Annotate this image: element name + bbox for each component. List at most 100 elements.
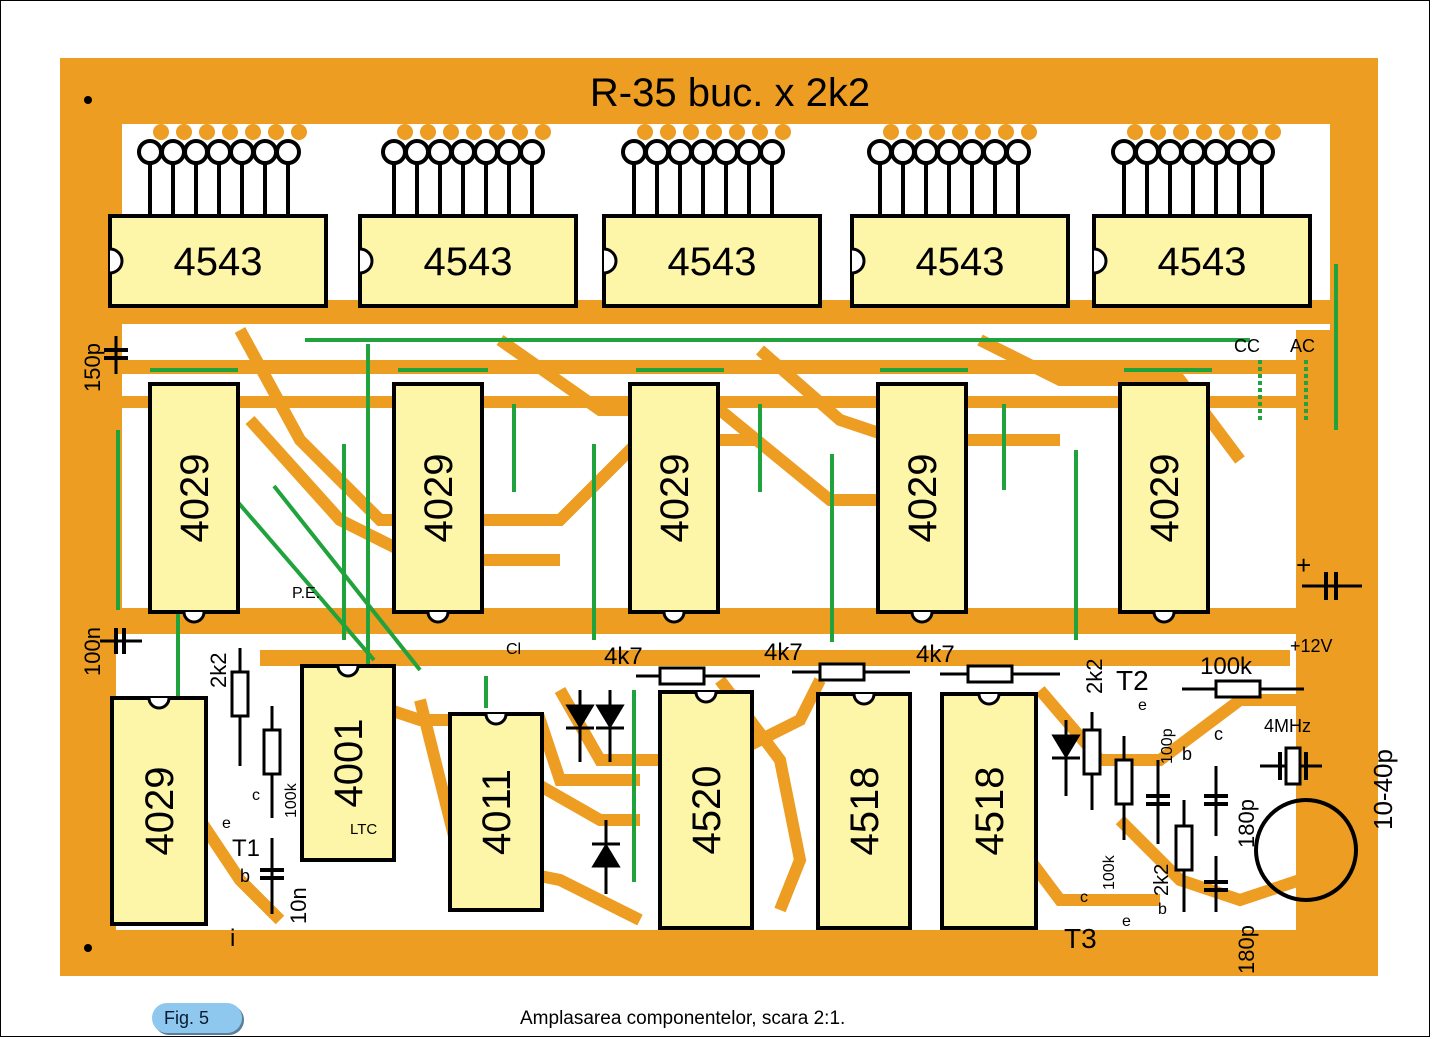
- ic-packages: 4543 4543 4543 4543 4543 4029 4029 4029 4029 4029…: [108, 214, 1312, 930]
- ic-counter-2: 4029: [392, 382, 484, 624]
- board-title: R-35 buc. x 2k2: [590, 71, 870, 115]
- capacitor-100p: [1146, 760, 1170, 844]
- capacitor-150p: [104, 336, 128, 374]
- label-t3-c: c: [1080, 889, 1088, 906]
- figure-caption: Amplasarea componentelor, scara 2:1.: [520, 1008, 846, 1029]
- ic-bottom-4-label: 4520: [685, 766, 729, 855]
- label-12v: +12V: [1290, 636, 1333, 656]
- label-2k2-t2: 2k2: [1082, 659, 1107, 694]
- ic-counter-4-label: 4029: [901, 454, 945, 543]
- label-ac: AC: [1290, 336, 1315, 356]
- ic-decoder-2-label: 4543: [424, 240, 513, 284]
- ic-bottom-1: 4029: [110, 696, 208, 926]
- resistor-4k7-b: [792, 662, 910, 682]
- ic-decoder-5-label: 4543: [1158, 240, 1247, 284]
- label-cl: Cl: [506, 641, 521, 658]
- ic-bottom-6-label: 4518: [968, 767, 1012, 856]
- label-t1-e: e: [222, 815, 231, 832]
- ic-counter-2-label: 4029: [417, 454, 461, 543]
- ic-decoder-5: 4543: [1092, 214, 1312, 308]
- ic-decoder-3-label: 4543: [668, 240, 757, 284]
- figure-badge: Fig. 5: [152, 1003, 242, 1033]
- label-100p: 100p: [1159, 728, 1176, 764]
- label-150p: 150p: [80, 343, 105, 392]
- capacitor-180p-b: [1204, 856, 1228, 912]
- ic-decoder-2: 4543: [358, 214, 578, 308]
- capacitor-10n: [260, 838, 284, 914]
- capacitor-180p-a: [1204, 766, 1228, 836]
- resistor-100k-top: [1182, 679, 1304, 699]
- ic-bottom-3-label: 4011: [475, 769, 519, 855]
- display-pad-group-5: [1111, 124, 1281, 214]
- resistor-100k-left: [262, 706, 282, 818]
- trimmer-capacitor: [1254, 798, 1358, 902]
- label-t1-b: b: [240, 866, 250, 886]
- label-t1: T1: [232, 835, 260, 862]
- label-4k7-a: 4k7: [604, 643, 643, 670]
- resistor-2k2-t3: [1174, 800, 1194, 912]
- ic-decoder-3: 4543: [602, 214, 822, 308]
- resistor-2k2-t2: [1082, 712, 1102, 810]
- display-pad-group-2: [381, 124, 551, 214]
- ic-counter-4: 4029: [876, 382, 968, 624]
- ic-decoder-4: 4543: [850, 214, 1070, 308]
- ic-bottom-4: 4520: [658, 690, 754, 930]
- diode-t2: [1051, 720, 1081, 796]
- label-t2-e: e: [1138, 697, 1147, 714]
- discrete-components: [100, 336, 1362, 914]
- ic-bottom-5-label: 4518: [843, 767, 887, 856]
- display-connector-pads: [137, 124, 1281, 214]
- ic-counter-1-label: 4029: [173, 454, 217, 543]
- label-t2-b: b: [1182, 744, 1192, 764]
- label-100n: 100n: [80, 627, 105, 676]
- label-t1-c: c: [252, 787, 260, 804]
- label-4mhz: 4MHz: [1264, 716, 1311, 736]
- ic-counter-5: 4029: [1118, 382, 1210, 624]
- display-pad-group-4: [867, 124, 1037, 214]
- label-100k-top: 100k: [1200, 653, 1253, 680]
- label-trimmer: 10-40p: [1368, 749, 1398, 830]
- ic-bottom-6: 4518: [940, 692, 1038, 930]
- label-4k7-b: 4k7: [764, 639, 803, 666]
- ic-counter-5-label: 4029: [1143, 454, 1187, 543]
- ic-bottom-1-label: 4029: [138, 767, 182, 856]
- label-2k2-t3: 2k2: [1151, 864, 1173, 896]
- ic-counter-1: 4029: [148, 382, 240, 624]
- crystal-4mhz: [1260, 746, 1322, 786]
- label-100k-t3: 100k: [1101, 854, 1118, 890]
- label-180p-b: 180p: [1234, 925, 1259, 974]
- label-t2: T2: [1116, 665, 1149, 696]
- ic-counter-3: 4029: [628, 382, 720, 624]
- component-labels: R-35 buc. x 2k2 150p 100n 2k2 e T1 b c i…: [80, 71, 1398, 974]
- label-plus: +: [1296, 550, 1311, 580]
- diode-single: [591, 820, 621, 894]
- ic-bottom-3: 4011: [448, 712, 544, 912]
- diode-pair: [565, 690, 625, 762]
- resistor-4k7-c: [940, 664, 1060, 684]
- ic-counter-3-label: 4029: [653, 454, 697, 543]
- label-180p-a: 180p: [1234, 799, 1259, 848]
- label-pe: P.E.: [292, 585, 320, 602]
- label-ltc: LTC: [350, 821, 377, 838]
- ic-bottom-5: 4518: [816, 692, 912, 930]
- ic-decoder-1: 4543: [108, 214, 328, 308]
- label-t3: T3: [1064, 923, 1097, 954]
- label-100k-left: 100k: [283, 782, 300, 818]
- display-pad-group-1: [137, 124, 307, 214]
- capacitor-electrolytic: [1302, 572, 1362, 600]
- ic-decoder-4-label: 4543: [916, 240, 1005, 284]
- label-10n: 10n: [286, 887, 311, 924]
- resistor-2k2-left: [230, 648, 250, 766]
- resistor-4k7-a: [636, 666, 760, 686]
- label-2k2-left: 2k2: [206, 653, 231, 688]
- display-pad-group-3: [621, 124, 791, 214]
- label-4k7-c: 4k7: [916, 641, 955, 668]
- label-t2-c: c: [1214, 724, 1223, 744]
- label-t3-b: b: [1158, 901, 1167, 918]
- label-t1-bottom: i: [230, 925, 235, 952]
- ic-bottom-2: 4001: [300, 664, 396, 862]
- label-t3-e: e: [1122, 913, 1131, 930]
- ic-bottom-2-label: 4001: [327, 719, 371, 808]
